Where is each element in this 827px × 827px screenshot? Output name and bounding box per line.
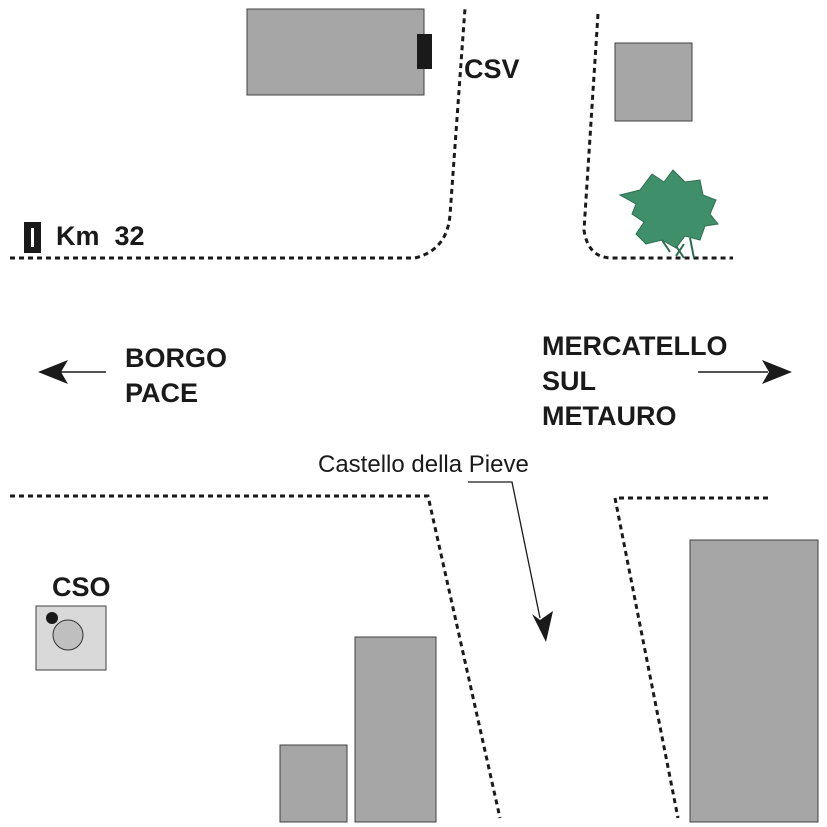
road-edge-bottom-right [613,496,768,819]
signpost-icon-stripe [31,228,34,247]
building-top-left-door [417,34,432,69]
mercatello-line-3: METAURO [542,401,677,431]
castello-label: Castello della Pieve [318,451,529,478]
road-edge-bottom-left [10,494,502,819]
building-bottom-small [279,744,348,823]
road-edge-top-right [582,13,733,260]
arrow-left-icon [38,360,106,384]
mercatello-line-2: SUL [542,366,596,396]
tree-icon [618,169,719,259]
building-bottom-right [689,539,819,823]
building-top-left [246,8,425,96]
csv-label: CSV [464,54,520,84]
borgo-pace-line-2: PACE [125,378,198,408]
camera-icon [46,612,84,651]
arrow-right-icon [698,360,792,384]
road-edge-top-left [10,7,467,260]
mercatello-line-1: MERCATELLO [542,331,727,361]
km-label: Km 32 [56,221,145,251]
building-bottom-tall [354,636,437,823]
building-top-right [614,42,693,122]
borgo-pace-line-1: BORGO [125,343,227,373]
pointer-arrow [468,481,553,642]
cso-label: CSO [52,572,111,602]
